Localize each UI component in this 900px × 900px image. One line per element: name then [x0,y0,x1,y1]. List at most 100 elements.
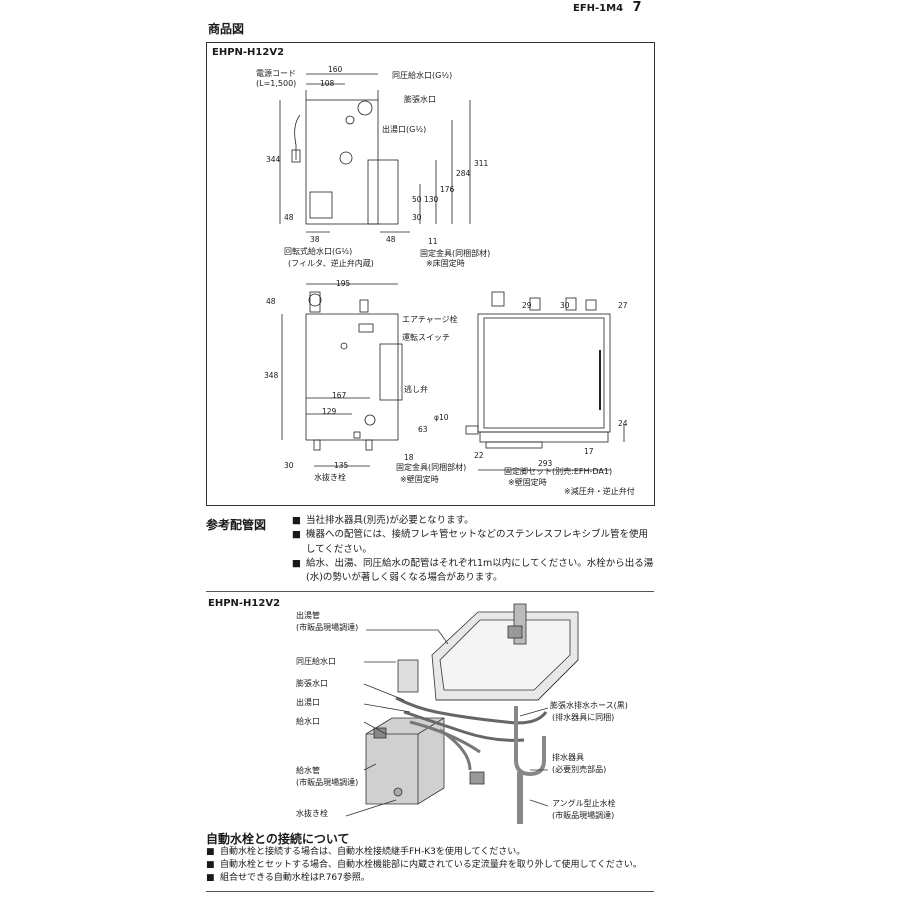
dim-344: 344 [266,155,281,164]
dim-17: 17 [584,447,594,456]
dim-135: 135 [334,461,349,470]
piping-section-title: 参考配管図 [206,518,267,532]
front-wall-fixing-note: ※壁固定時 [400,475,439,484]
section-divider [206,591,654,592]
auto-faucet-note-text: 自動水栓とセットする場合、自動水栓機能部に内蔵されている定流量弁を取り外して使用… [220,860,642,871]
relief-valve [364,414,376,426]
dim-22: 22 [474,451,484,460]
drain-fixture-label: 排水器具 [552,753,584,762]
fixing-foot [485,441,543,449]
angle-valve [469,771,485,785]
foot-set-label: 固定脚セット(別売:EFH-DA1) [504,467,613,476]
relief-valve-label: 逃し弁 [404,385,428,394]
top-view-bracket [367,159,399,225]
supply-pipe-label: 給水管 [296,766,320,775]
piping-inlet-label: 給水口 [296,717,320,726]
dim-176: 176 [440,185,455,194]
hot-outlet-fitting [339,151,353,165]
piping-same-pressure-label: 同圧給水口 [296,657,336,666]
dim-38: 38 [310,235,320,244]
dim-30-side: 30 [560,301,570,310]
piping-hot-outlet-label: 出湯口 [296,698,320,707]
dim-48-front: 48 [266,297,276,306]
product-drawing-title: 商品図 [208,22,245,36]
dim-29: 29 [522,301,532,310]
piping-expansion-label: 膨張水口 [296,679,328,688]
auto-faucet-note-text: 組合せできる自動水栓はP.767参照。 [220,873,370,884]
product-model-label: EHPN-H12V2 [212,47,285,58]
front-view-bracket [379,343,403,401]
dim-11: 11 [428,237,438,246]
bullet-icon: ■ [206,847,215,857]
dim-293: 293 [538,459,553,468]
angle-valve-label: アングル型止水栓 [552,799,616,808]
switch-label: 運転スイッチ [402,333,450,342]
product-drawing-frame [206,42,655,506]
bullet-icon: ■ [292,515,301,526]
piping-note-text: 機器への配管には、接続フレキ管セットなどのステンレスフレキシブル管を使用してくだ… [306,529,649,555]
floor-fixing-note: ※床固定時 [426,259,465,268]
drain-plug [353,431,361,439]
auto-faucet-title: 自動水栓との接続について [206,832,350,846]
piping-note-text: 当社排水器具(別売)が必要となります。 [306,515,474,526]
rotary-inlet-note: (フィルタ、逆止弁内蔵) [288,259,374,268]
expansion-outlet-label: 膨張水口 [404,95,436,104]
top-view-body [305,99,379,225]
dim-30-front: 30 [284,461,294,470]
corner-mark: 7 [632,0,642,15]
angle-valve-note: (市販品現場調達) [552,811,615,820]
dim-130: 130 [424,195,439,204]
fixing-bracket-label: 固定金具(同梱部材) [420,249,491,258]
dim-108: 108 [320,79,335,88]
dim-27: 27 [618,301,628,310]
piping-note: ■ 機器への配管には、接続フレキ管セットなどのステンレスフレキシブル管を使用してく… [292,528,656,557]
bullet-icon: ■ [206,860,215,871]
dim-50: 50 [412,195,422,204]
dim-63: 63 [418,425,428,434]
same-pressure-inlet-label: 同圧給水口(G½) [392,71,453,80]
page-corner-code: EFH-1M4 7 [573,0,642,15]
power-cord-label: 電源コード [256,69,296,78]
rotary-inlet-label: 回転式給水口(G½) [284,247,353,256]
exp-hose-label: 膨張水排水ホース(黒) [550,701,628,710]
hot-pipe-note: (市販品現場調達) [296,623,359,632]
heater-unit [365,717,445,805]
piping-drain-plug-label: 水抜き栓 [296,809,328,818]
dim-48-bottom: 48 [386,235,396,244]
air-charge-label: エアチャージ栓 [402,315,458,324]
piping-note-text: 給水、出湯、同圧給水の配管はそれぞれ1m以内にしてください。水栓から出る湯(水)… [306,557,654,583]
auto-faucet-note-text: 自動水栓と接続する場合は、自動水栓接続継手FH-K3を使用してください。 [220,847,526,857]
drain-fixture-note: (必要別売部品) [552,765,607,774]
wall-plate [397,659,419,693]
auto-faucet-notes: ■ 自動水栓と接続する場合は、自動水栓接続継手FH-K3を使用してください。 ■ 自… [206,846,656,885]
bullet-icon: ■ [206,873,215,884]
same-pressure-inlet-fitting [357,100,373,116]
auto-faucet-note: ■ 自動水栓とセットする場合、自動水栓機能部に内蔵されている定流量弁を取り外して使… [206,859,656,872]
dim-30: 30 [412,213,422,222]
auto-faucet-note: ■ 自動水栓と接続する場合は、自動水栓接続継手FH-K3を使用してください。 [206,846,656,859]
dim-284: 284 [456,169,471,178]
dim-48-left: 48 [284,213,294,222]
valve-note: ※減圧弁・逆止弁付 [564,487,635,496]
power-cord-length: (L=1,500) [256,79,297,88]
dim-18: 18 [404,453,414,462]
bottom-divider [206,891,654,892]
piping-notes: ■ 当社排水器具(別売)が必要となります。 ■ 機器への配管には、接続フレキ管セット… [292,514,656,585]
dim-348: 348 [264,371,279,380]
diameter-10: φ10 [434,413,449,422]
piping-note: ■ 給水、出湯、同圧給水の配管はそれぞれ1m以内にしてください。水栓から出る湯(水… [292,557,656,586]
side-wall-fixing-note: ※壁固定時 [508,478,547,487]
piping-note: ■ 当社排水器具(別売)が必要となります。 [292,514,656,528]
side-view-body [477,313,611,433]
drain-plug-label: 水抜き栓 [314,473,346,482]
dim-311: 311 [474,159,489,168]
bullet-icon: ■ [292,529,301,541]
auto-faucet-note: ■ 組合せできる自動水栓はP.767参照。 [206,872,656,885]
bullet-icon: ■ [292,557,301,569]
power-cord [294,114,301,160]
run-switch [358,323,374,333]
dim-24: 24 [618,419,628,428]
dim-167: 167 [332,391,347,400]
corner-code: EFH-1M4 [573,3,624,14]
